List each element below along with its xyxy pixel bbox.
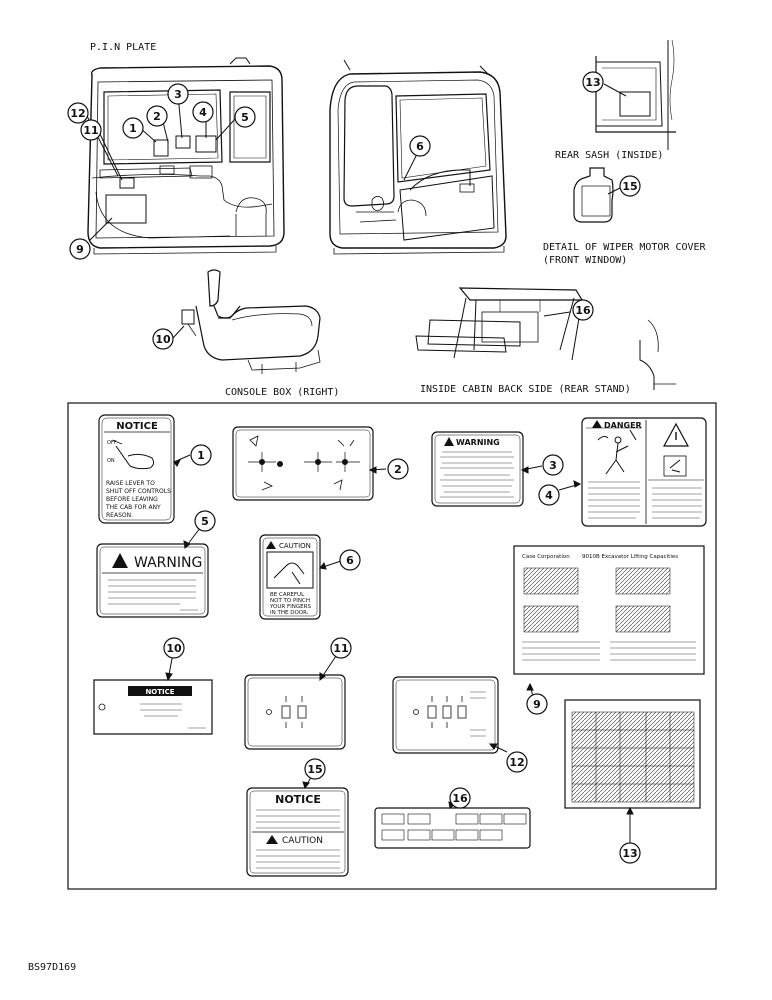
decal-4-danger: DANGER (581, 417, 707, 527)
console-box-label: CONSOLE BOX (RIGHT) (225, 387, 339, 398)
callout-4-a: 4 (199, 106, 207, 119)
decal-15-notice-caution: NOTICE CAUTION (246, 787, 349, 877)
pin-plate-label: P.I.N PLATE (90, 42, 156, 53)
top-callout-numbers: 12 11 1 2 3 4 5 9 6 13 15 10 16 (70, 76, 637, 346)
callout-9-a: 9 (76, 243, 84, 256)
decal-panel-frame (67, 402, 717, 890)
callout-9-b: 9 (533, 698, 541, 711)
callout-3-b: 3 (549, 459, 557, 472)
callout-1-b: 1 (197, 449, 205, 462)
callout-6-b: 6 (346, 554, 354, 567)
decal-6-line-4: IN THE DOOR. (270, 610, 309, 616)
callout-12-b: 12 (509, 756, 524, 769)
decal-2-pictograms (232, 426, 374, 501)
callout-16-b: 16 (452, 792, 468, 805)
callout-4-b: 4 (545, 489, 553, 502)
decal-4-title: DANGER (604, 421, 642, 430)
decal-6-title: CAUTION (279, 542, 311, 550)
callout-2-b: 2 (394, 463, 402, 476)
decal-3-warning: WARNING (431, 431, 524, 507)
top-callouts (85, 83, 627, 339)
callout-5-a: 5 (241, 111, 249, 124)
callout-11-b: 11 (333, 642, 348, 655)
top-callout-circles (67, 71, 641, 350)
callout-16-a: 16 (575, 304, 591, 317)
decal-1-line-1: RAISE LEVER TO (106, 480, 155, 487)
callout-11-a: 11 (83, 124, 98, 137)
inside-cabin-label: INSIDE CABIN BACK SIDE (REAR STAND) (420, 384, 631, 395)
wiper-motor-cover-view (573, 167, 614, 223)
decal-1-line-4: THE CAB FOR ANY (105, 504, 161, 511)
callout-10-b: 10 (166, 642, 182, 655)
decal-11-switch-panel (244, 674, 346, 750)
decal-13-pictogram-sheet (564, 699, 701, 809)
decal-6-line-1: BE CAREFUL (270, 592, 305, 598)
decal-1-off: OFF (107, 440, 117, 446)
callout-2-a: 2 (153, 110, 161, 123)
decal-1-notice: NOTICE OFF ON RAISE LEVER TO SHUT OFF CO… (98, 414, 175, 524)
decal-1-line-2: SHUT OFF CONTROLS (106, 488, 171, 495)
callout-15-a: 15 (622, 180, 637, 193)
decal-10-title: NOTICE (145, 688, 174, 696)
cab-side-view (329, 59, 507, 255)
decal-5-title: WARNING (134, 555, 202, 571)
callout-5-b: 5 (201, 515, 209, 528)
rear-sash-label: REAR SASH (INSIDE) (555, 150, 663, 161)
panel-callout-leaders (165, 454, 634, 843)
callout-3-a: 3 (174, 88, 182, 101)
callout-6-a: 6 (416, 140, 424, 153)
wiper-detail-label-1: DETAIL OF WIPER MOTOR COVER (543, 242, 707, 253)
callout-13-b: 13 (622, 847, 637, 860)
callout-15-b: 15 (307, 763, 322, 776)
drawing-code: BS97D169 (28, 962, 76, 973)
callout-12-a: 12 (70, 107, 85, 120)
decal-1-line-3: BEFORE LEAVING (106, 496, 158, 503)
callout-10-a: 10 (155, 333, 171, 346)
decal-15-title-caution: CAUTION (282, 836, 323, 846)
decal-6-caution: CAUTION BE CAREFUL NOT TO PINCH YOUR FIN… (259, 534, 321, 620)
decal-6-line-3: YOUR FINGERS (269, 604, 311, 610)
rear-sash-view (595, 39, 676, 150)
decal-1-line-5: REASON. (106, 512, 133, 519)
decal-1-on: ON (107, 458, 115, 464)
decal-12-switch-panel (392, 676, 499, 754)
decal-6-line-2: NOT TO PINCH (270, 598, 310, 604)
decal-10-notice-tag: NOTICE (93, 679, 213, 735)
decal-15-title-notice: NOTICE (275, 793, 321, 806)
decal-9-lifting-capacity: Case Corporation 9010B Excavator Lifting… (513, 545, 705, 675)
callout-13-a: 13 (585, 76, 600, 89)
rear-stand-view (415, 287, 676, 390)
decal-1-title: NOTICE (116, 421, 158, 432)
decal-3-title: WARNING (456, 438, 500, 447)
callout-1-a: 1 (129, 122, 137, 135)
decal-9-line-1: Case Corporation (522, 554, 570, 560)
panel-callout-circles (163, 444, 641, 864)
wiper-detail-label-2: (FRONT WINDOW) (543, 255, 627, 266)
decal-5-warning: WARNING (96, 543, 209, 618)
decal-16-switch-label-strip (374, 807, 531, 849)
panel-callout-numbers: 1 2 3 4 5 6 11 10 12 9 15 16 13 (166, 449, 637, 860)
decal-9-line-2: 9010B Excavator Lifting Capacities (582, 554, 678, 560)
console-box-view (181, 269, 321, 374)
